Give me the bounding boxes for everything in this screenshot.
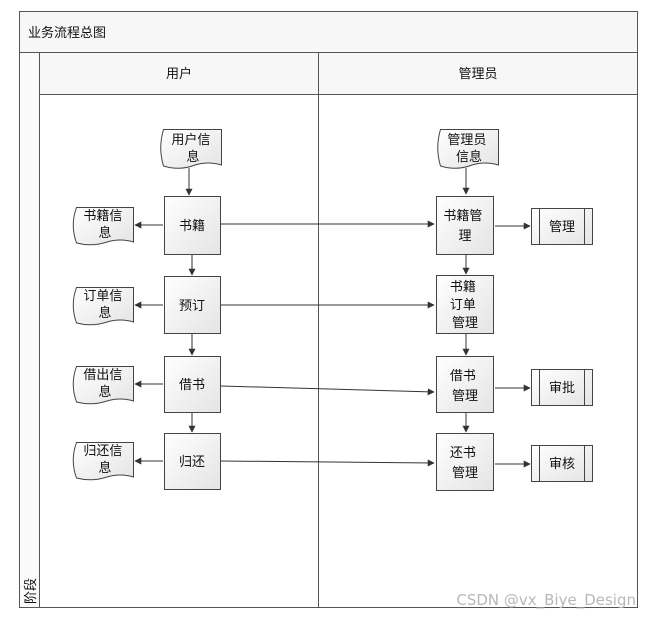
lane-header-admin (318, 52, 638, 95)
doc-order-info-label: 订单信 息 (83, 289, 126, 321)
doc-borrow-info-label: 借出信 息 (83, 368, 126, 400)
diagram-title: 业务流程总图 (28, 25, 106, 41)
process-return-mgmt (436, 433, 494, 491)
process-books-label: 书籍 (179, 218, 205, 234)
doc-return-info-label: 归还信 息 (83, 444, 126, 476)
process-return-mgmt-label: 还书 管理 (450, 446, 480, 481)
process-book-mgmt-label: 书籍管 理 (443, 208, 486, 244)
process-return (164, 433, 221, 490)
process-borrow-mgmt (436, 356, 494, 413)
subprocess-manage-label: 管理 (549, 220, 575, 235)
doc-user-info (160, 129, 222, 169)
process-return-label: 归还 (179, 455, 205, 470)
doc-admin-info (437, 129, 499, 169)
doc-books-info (72, 207, 134, 246)
doc-admin-info-label: 管理员 信息 (447, 133, 490, 165)
watermark: CSDN @vx_Biye_Design (456, 591, 636, 610)
subprocess-audit-label: 审核 (549, 457, 575, 472)
title-band (19, 11, 638, 53)
subprocess-audit (531, 445, 593, 482)
doc-books-info-label: 书籍信 息 (83, 208, 126, 241)
process-books (164, 196, 221, 255)
lane-header-user (39, 52, 319, 95)
process-borrow-mgmt-label: 借书 管理 (450, 369, 480, 404)
subprocess-approve-label: 审批 (549, 381, 575, 396)
process-order-mgmt-label: 书籍 订单 管理 (450, 279, 480, 331)
lane-title-user: 用户 (166, 66, 192, 82)
phase-label: 阶段 (24, 578, 39, 604)
lane-title-admin: 管理员 (458, 67, 497, 82)
connectors (134, 168, 531, 468)
phase-column (19, 52, 40, 608)
doc-return-info (72, 442, 134, 481)
edge-return-returnmgmt (220, 459, 435, 467)
process-borrow-label: 借书 (179, 378, 205, 393)
edge-borrow-borrowmgmt (220, 385, 435, 396)
process-order-mgmt (436, 275, 494, 334)
process-order (164, 276, 221, 334)
subprocess-approve (531, 369, 593, 406)
subprocess-manage (531, 208, 593, 245)
doc-borrow-info (72, 366, 134, 405)
doc-order-info (72, 287, 134, 326)
process-borrow (164, 356, 221, 413)
process-book-mgmt (436, 196, 494, 255)
process-order-label: 预订 (179, 299, 205, 314)
doc-user-info-label: 用户信 息 (171, 132, 214, 165)
